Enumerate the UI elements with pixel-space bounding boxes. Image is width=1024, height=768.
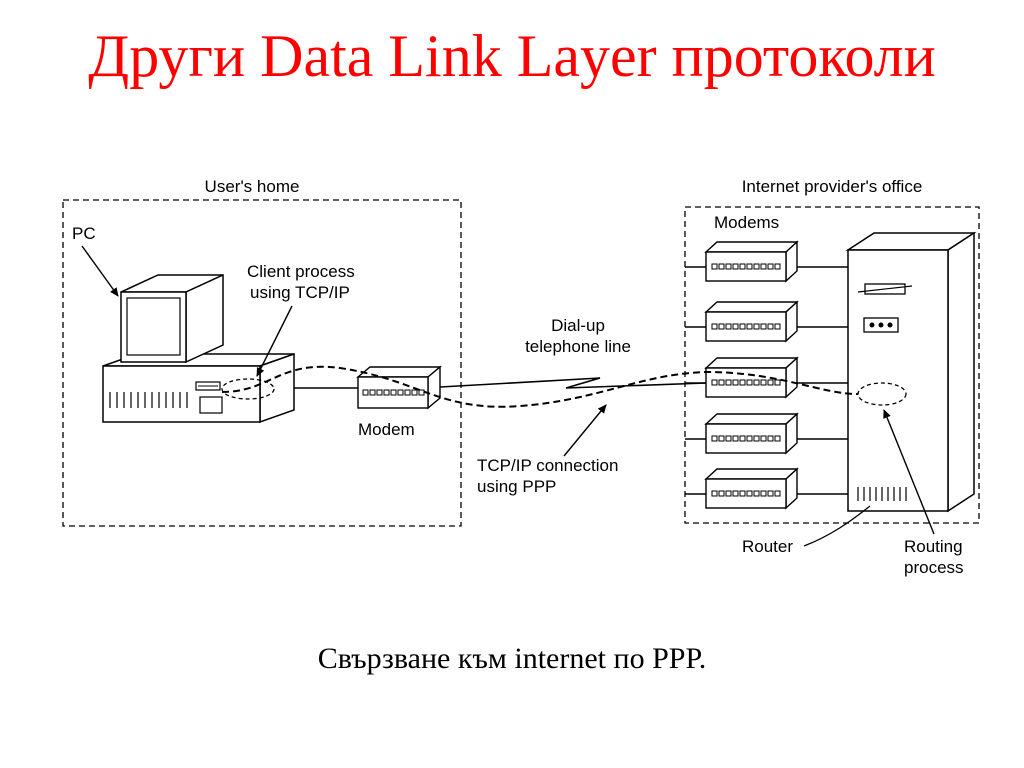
provider-modem-1: [685, 240, 848, 283]
dialup-label-line2: telephone line: [525, 337, 631, 356]
provider-modem-3: [685, 356, 848, 399]
modems-label: Modems: [714, 213, 779, 232]
pc-front-vents: [109, 392, 188, 408]
users-home-region: User's home: [62, 177, 462, 527]
pc-case-side: [259, 352, 295, 424]
home-modem-leds: [362, 389, 425, 396]
slide-caption: Свързване към internet по PPP.: [317, 642, 707, 675]
provider-modem-5: [685, 467, 848, 510]
slide-title: Други Data Link Layer протоколи: [88, 23, 936, 89]
tcpip-connection-arrow: [563, 404, 607, 457]
modem-label: Modem: [358, 420, 415, 439]
home-modem: Modem: [294, 365, 442, 439]
provider-office-boundary: [684, 206, 980, 524]
pc-label-arrow: [81, 245, 119, 297]
tcpip-connection-path: [221, 365, 859, 408]
client-process-ellipse: [221, 378, 275, 400]
routing-process-label-line1: Routing: [904, 537, 963, 556]
routing-process-label-line2: process: [904, 558, 964, 577]
provider-modem-2: [685, 300, 848, 343]
provider-office-label: Internet provider's office: [742, 177, 923, 196]
dialup-label-line1: Dial-up: [551, 316, 605, 335]
client-process-arrow: [256, 305, 293, 377]
users-home-label: User's home: [205, 177, 300, 196]
pc-case-front: [102, 365, 261, 423]
router-label-pointer: [803, 505, 871, 547]
router-rack-side: [947, 231, 975, 513]
users-home-boundary: [62, 199, 462, 527]
router-vents: [857, 487, 907, 501]
provider-office-region: Internet provider's office: [684, 177, 980, 524]
home-modem-top: [356, 366, 442, 378]
client-process-label-line2: using TCP/IP: [250, 283, 350, 302]
pc-label: PC: [72, 224, 96, 243]
pc-monitor-screen: [126, 297, 181, 356]
tcpip-connection-label-line2: using PPP: [477, 477, 556, 496]
router-rack: [845, 231, 977, 513]
pc-drive-bay: [199, 396, 223, 414]
pc-computer: PC: [72, 224, 295, 424]
provider-modem-4: [685, 412, 848, 455]
router-label: Router: [742, 537, 793, 556]
client-process-label-line1: Client process: [247, 262, 355, 281]
tcpip-connection-label-line1: TCP/IP connection: [477, 456, 618, 475]
dialup-telephone-line: [439, 377, 707, 389]
routing-process-arrow: [883, 409, 935, 535]
